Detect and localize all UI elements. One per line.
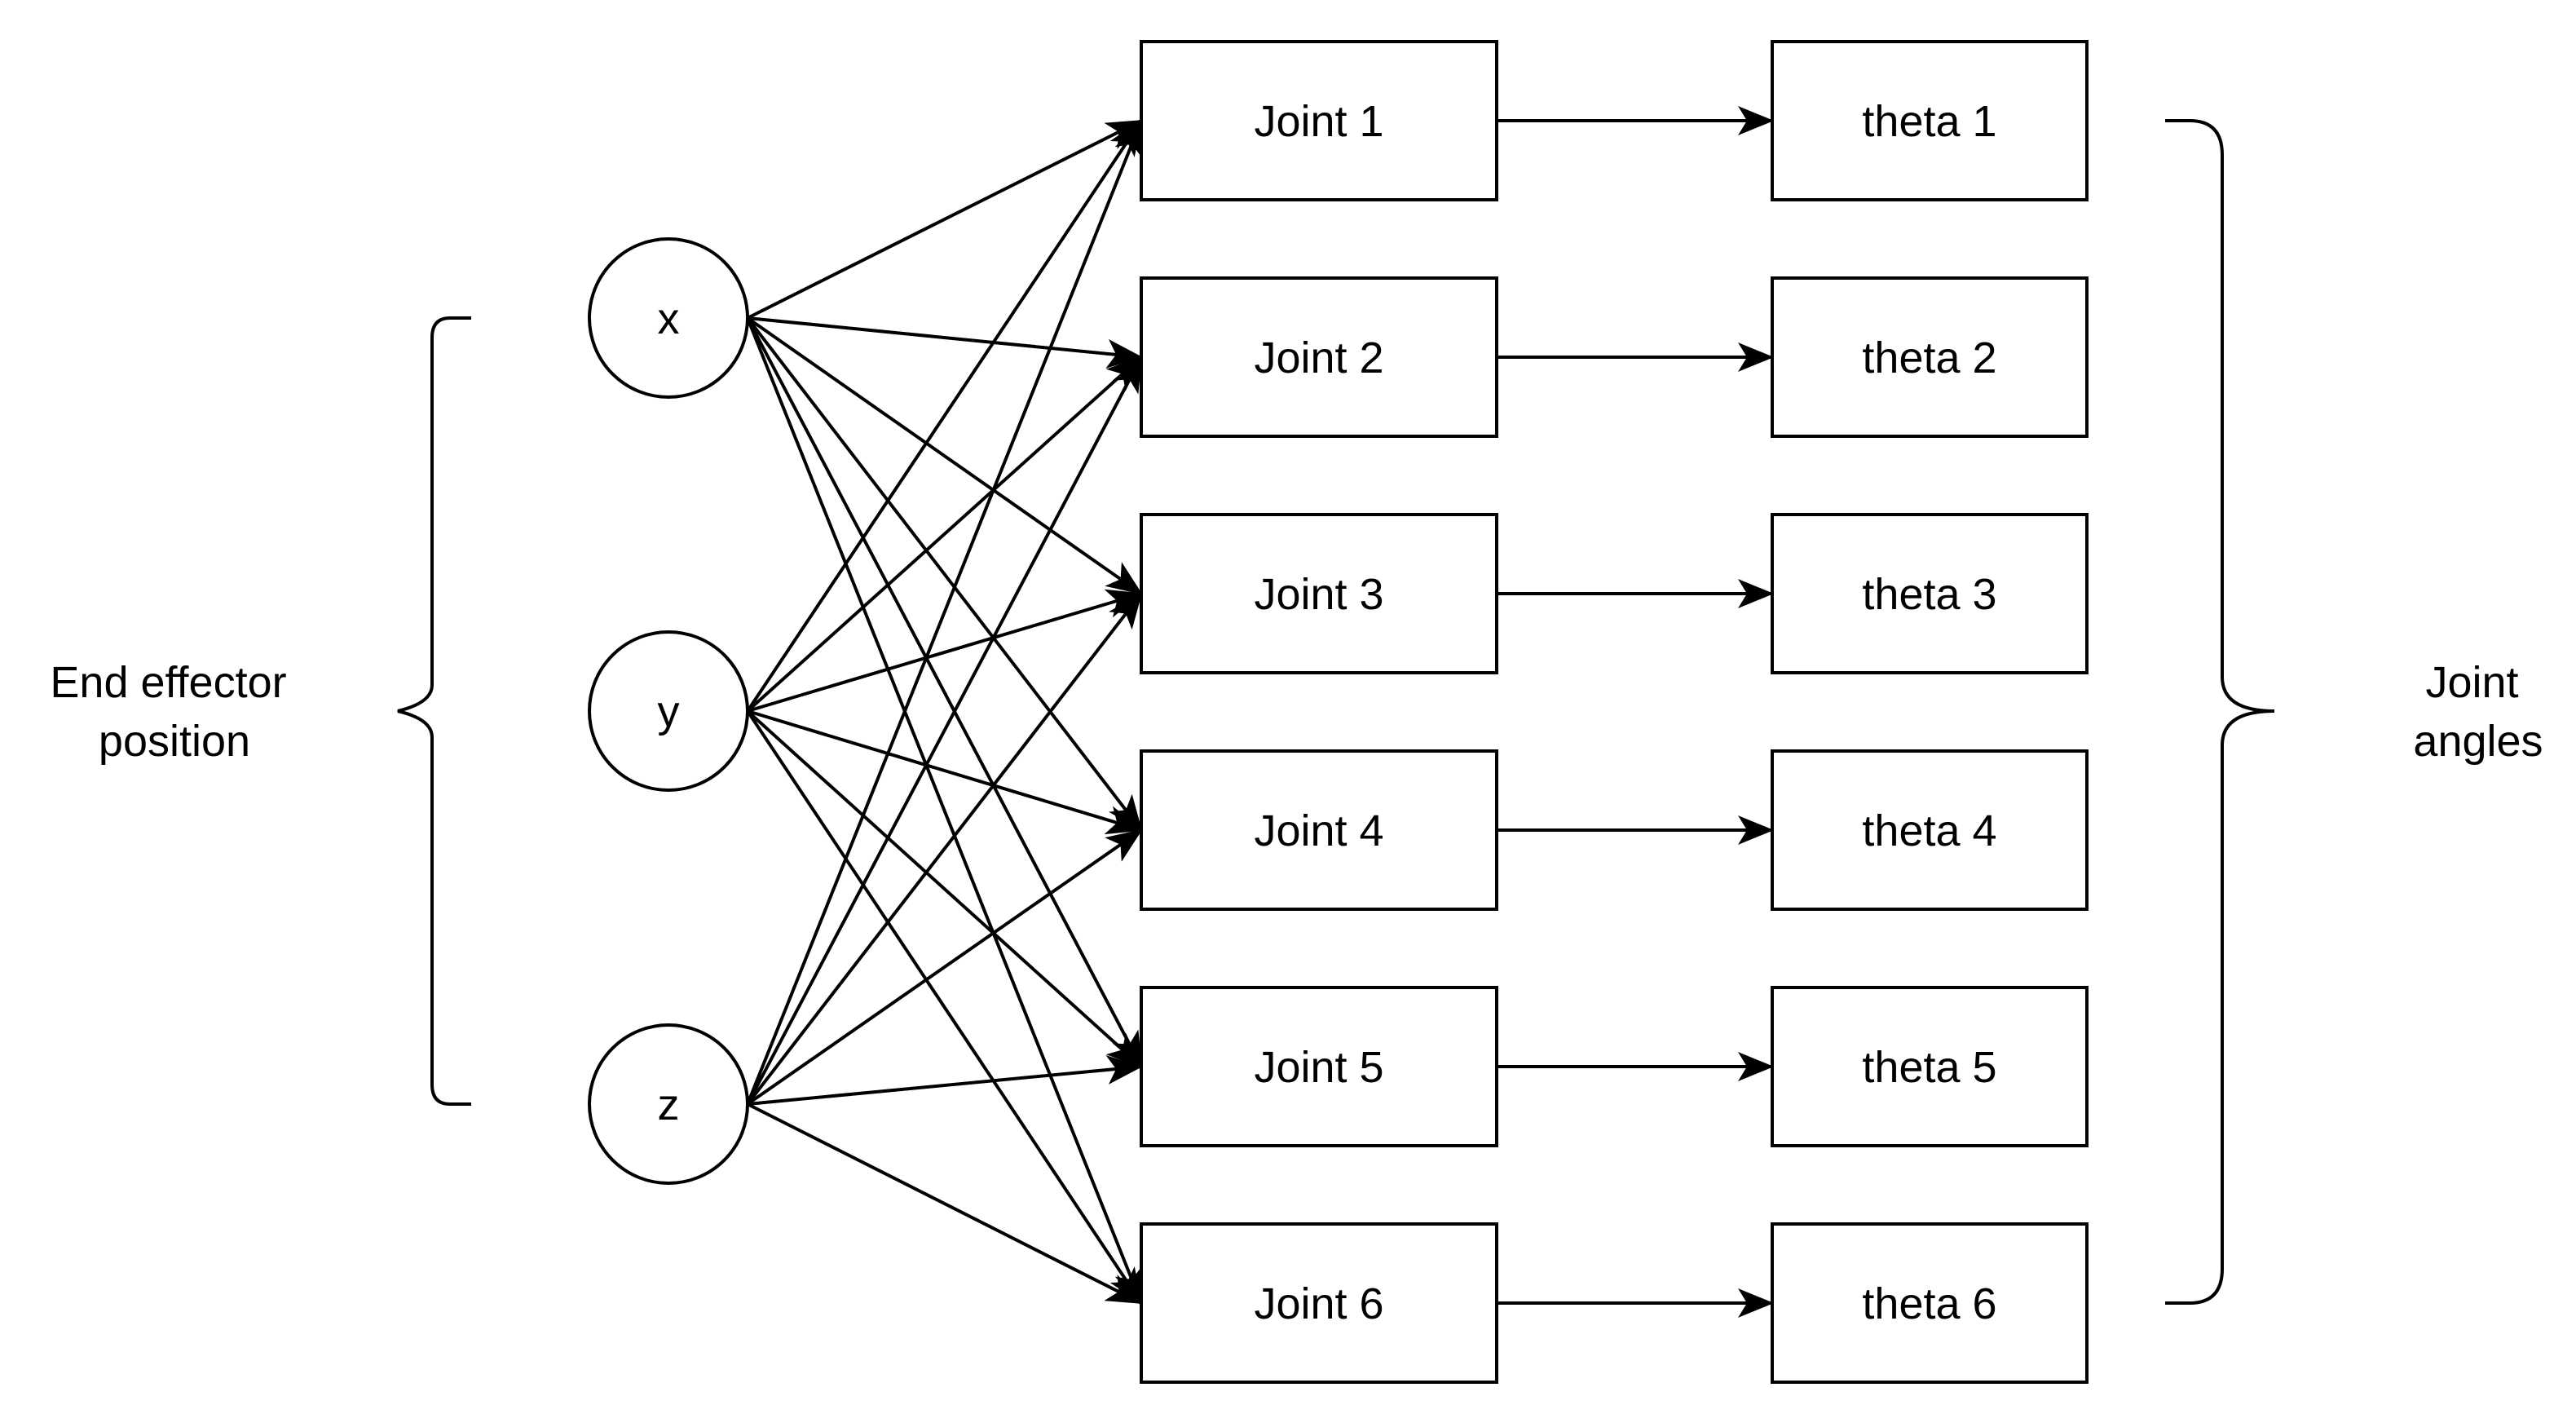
edge-z-to-j6 bbox=[747, 1102, 1143, 1305]
joint-box-4: Joint 4 bbox=[1140, 749, 1498, 911]
edge-y-to-j5 bbox=[746, 709, 1143, 1068]
edges bbox=[746, 106, 1774, 1318]
theta-box-6-label: theta 6 bbox=[1862, 1279, 1996, 1328]
edge-y-to-j4 bbox=[747, 709, 1143, 835]
joint-box-4-label: Joint 4 bbox=[1254, 806, 1383, 855]
joint-box-6: Joint 6 bbox=[1140, 1222, 1498, 1384]
right-group-label-line-1: Joint bbox=[2425, 658, 2518, 707]
edge-y-to-j1 bbox=[746, 119, 1143, 713]
edge-x-to-j1 bbox=[747, 119, 1143, 320]
joint-box-2-label: Joint 2 bbox=[1254, 334, 1383, 382]
edge-z-to-j5 bbox=[747, 1055, 1143, 1106]
joint-box-3: Joint 3 bbox=[1140, 513, 1498, 674]
theta-box-6: theta 6 bbox=[1771, 1222, 2089, 1384]
left-brace bbox=[397, 316, 471, 1106]
theta-box-2: theta 2 bbox=[1771, 276, 2089, 438]
theta-box-2-label: theta 2 bbox=[1862, 334, 1996, 382]
joint-box-1: Joint 1 bbox=[1140, 40, 1498, 201]
theta-box-4: theta 4 bbox=[1771, 749, 2089, 911]
joint-box-5-label: Joint 5 bbox=[1254, 1043, 1383, 1092]
theta-box-5: theta 5 bbox=[1771, 986, 2089, 1147]
left-group-label: End effector position bbox=[50, 658, 298, 766]
input-node-x-label: x bbox=[658, 294, 680, 343]
edge-x-to-j6 bbox=[746, 317, 1143, 1305]
edge-x-to-j2 bbox=[747, 316, 1143, 369]
theta-box-3-label: theta 3 bbox=[1862, 570, 1996, 619]
left-group-label-line-1: End effector bbox=[50, 658, 286, 707]
input-node-x: x bbox=[588, 237, 749, 399]
theta-box-5-label: theta 5 bbox=[1862, 1043, 1996, 1092]
edge-x-to-j4 bbox=[746, 316, 1143, 832]
edge-z-to-j1 bbox=[746, 119, 1143, 1105]
theta-box-3: theta 3 bbox=[1771, 513, 2089, 674]
edge-x-to-j5 bbox=[746, 317, 1143, 1068]
edge-y-to-j6 bbox=[746, 709, 1143, 1305]
joint-box-2: Joint 2 bbox=[1140, 276, 1498, 438]
theta-box-1-label: theta 1 bbox=[1862, 97, 1996, 146]
joint-box-1-label: Joint 1 bbox=[1254, 97, 1383, 146]
edge-z-to-j4 bbox=[746, 828, 1143, 1106]
left-group-label-line-2: position bbox=[99, 717, 250, 766]
right-brace bbox=[2165, 119, 2275, 1305]
joint-box-6-label: Joint 6 bbox=[1254, 1279, 1383, 1328]
edge-z-to-j2 bbox=[746, 356, 1143, 1105]
edge-y-to-j3 bbox=[747, 589, 1143, 713]
edge-y-to-j2 bbox=[746, 356, 1143, 713]
input-node-z: z bbox=[588, 1023, 749, 1185]
theta-box-4-label: theta 4 bbox=[1862, 806, 1996, 855]
right-group-label-line-2: angles bbox=[2413, 717, 2543, 766]
joint-box-3-label: Joint 3 bbox=[1254, 570, 1383, 619]
right-group-label: Joint angles bbox=[2413, 658, 2543, 766]
input-node-y-label: y bbox=[658, 687, 680, 736]
joint-box-5: Joint 5 bbox=[1140, 986, 1498, 1147]
edge-z-to-j3 bbox=[746, 592, 1143, 1106]
theta-box-1: theta 1 bbox=[1771, 40, 2089, 201]
edge-x-to-j3 bbox=[746, 316, 1143, 595]
input-node-y: y bbox=[588, 630, 749, 792]
input-node-z-label: z bbox=[658, 1080, 680, 1129]
